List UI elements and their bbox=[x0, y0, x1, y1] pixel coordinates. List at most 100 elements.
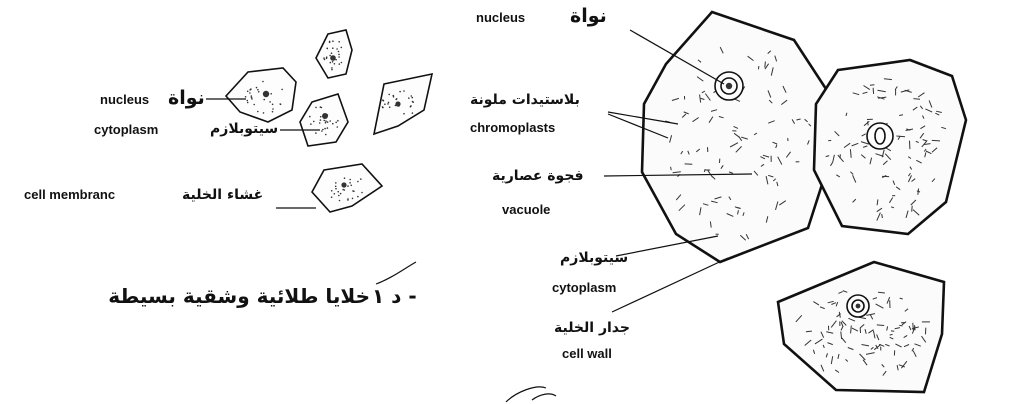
plant-nucleus-2-inner bbox=[875, 128, 885, 144]
cytoplasm-granule bbox=[332, 40, 334, 42]
plant-cytoplasm-label-en: cytoplasm bbox=[552, 280, 616, 295]
cytoplasm-granule bbox=[412, 101, 414, 103]
epithelial-cytoplasm-label-ar: سيتوبلازم bbox=[210, 121, 278, 137]
cytoplasm-granule bbox=[327, 121, 329, 123]
cytoplasm-granule bbox=[247, 102, 249, 104]
cytoplasm-granule bbox=[341, 47, 343, 49]
cytoplasm-granule bbox=[257, 111, 259, 113]
cytoplasm-granule bbox=[338, 51, 340, 53]
cytoplasm-strand bbox=[806, 331, 812, 332]
cytoplasm-granule bbox=[251, 95, 253, 97]
cytoplasm-granule bbox=[321, 130, 323, 132]
cytoplasm-granule bbox=[251, 97, 253, 99]
epithelial-cell-4 bbox=[374, 74, 432, 134]
cytoplasm-granule bbox=[326, 48, 328, 50]
cytoplasm-granule bbox=[357, 196, 359, 198]
cytoplasm-granule bbox=[388, 94, 390, 96]
cytoplasm-granule bbox=[352, 198, 354, 200]
plant-nucleus-label-en: nucleus bbox=[476, 10, 525, 25]
cytoplasm-granule bbox=[331, 196, 333, 198]
cytoplasm-granule bbox=[337, 191, 339, 193]
cytoplasm-granule bbox=[332, 123, 334, 125]
cytoplasm-granule bbox=[315, 107, 317, 109]
cytoplasm-granule bbox=[272, 108, 274, 110]
cytoplasm-strand bbox=[671, 167, 672, 170]
cytoplasm-granule bbox=[353, 191, 355, 193]
cytoplasm-granule bbox=[323, 120, 325, 122]
cytoplasm-granule bbox=[263, 99, 265, 101]
cytoplasm-granule bbox=[410, 105, 412, 107]
cytoplasm-granule bbox=[403, 90, 405, 92]
cytoplasm-granule bbox=[361, 192, 363, 194]
cytoplasm-granule bbox=[339, 200, 341, 202]
cytoplasm-granule bbox=[399, 91, 401, 93]
cytoplasm-granule bbox=[336, 48, 338, 50]
cytoplasm-strand bbox=[932, 140, 940, 141]
cytoplasm-granule bbox=[325, 114, 327, 116]
cytoplasm-granule bbox=[335, 186, 337, 188]
cytoplasm-granule bbox=[342, 189, 344, 191]
cytoplasm-granule bbox=[360, 178, 362, 180]
cytoplasm-granule bbox=[338, 41, 340, 43]
cytoplasm-granule bbox=[411, 95, 413, 97]
cytoplasm-granule bbox=[334, 63, 336, 65]
cytoplasm-granule bbox=[340, 193, 342, 195]
cytoplasm-granule bbox=[315, 132, 317, 134]
cytoplasm-granule bbox=[347, 198, 349, 200]
cytoplasm-granule bbox=[321, 107, 323, 109]
cytoplasm-granule bbox=[272, 111, 274, 113]
cytoplasm-granule bbox=[245, 96, 247, 98]
epithelial-membrane-label-ar: غشاء الخلية bbox=[182, 187, 263, 203]
cytoplasm-granule bbox=[249, 92, 251, 94]
cytoplasm-granule bbox=[324, 128, 326, 130]
cytoplasm-granule bbox=[320, 119, 322, 121]
epithelial-nucleus-1 bbox=[263, 91, 269, 97]
cytoplasm-granule bbox=[396, 98, 398, 100]
epithelial-cytoplasm-label-en: cytoplasm bbox=[94, 122, 158, 137]
epithelial-nucleus-2 bbox=[330, 55, 336, 61]
cytoplasm-strand bbox=[873, 88, 874, 94]
plant-cytoplasm-label-ar: سيتوبلازم bbox=[560, 250, 628, 266]
cytoplasm-granule bbox=[332, 61, 334, 63]
cytoplasm-granule bbox=[250, 88, 252, 90]
cytoplasm-granule bbox=[350, 185, 352, 187]
cytoplasm-granule bbox=[270, 93, 272, 95]
epithelial-nucleus-label-en: nucleus bbox=[100, 92, 149, 107]
cytoplasm-granule bbox=[335, 188, 337, 190]
cytoplasm-granule bbox=[280, 104, 282, 106]
cytoplasm-granule bbox=[388, 102, 390, 104]
cytoplasm-granule bbox=[412, 97, 414, 99]
cytoplasm-granule bbox=[332, 47, 334, 49]
cytoplasm-granule bbox=[269, 101, 271, 103]
cytoplasm-granule bbox=[320, 116, 322, 118]
cytoplasm-granule bbox=[337, 126, 339, 128]
plant-wall-label-ar: جدار الخلية bbox=[554, 320, 630, 336]
cytoplasm-granule bbox=[389, 106, 391, 108]
cytoplasm-granule bbox=[323, 57, 325, 59]
cytoplasm-strand bbox=[870, 85, 875, 86]
cytoplasm-granule bbox=[334, 193, 336, 195]
cytoplasm-granule bbox=[281, 89, 283, 91]
cytoplasm-granule bbox=[325, 120, 327, 122]
epithelial-nucleus-4 bbox=[395, 101, 400, 106]
plant-cells bbox=[642, 12, 966, 392]
cytoplasm-granule bbox=[382, 106, 384, 108]
cytoplasm-granule bbox=[322, 129, 324, 131]
caption-scribble bbox=[376, 262, 416, 284]
cytoplasm-granule bbox=[325, 134, 327, 136]
cytoplasm-granule bbox=[329, 41, 331, 43]
plant-nucleolus-3 bbox=[856, 304, 861, 309]
cytoplasm-granule bbox=[325, 122, 327, 124]
cytoplasm-granule bbox=[357, 181, 359, 183]
cytoplasm-granule bbox=[338, 195, 340, 197]
epithelial-caption-prefix: د ١ - bbox=[372, 284, 417, 308]
cytoplasm-granule bbox=[403, 113, 405, 115]
plant-vacuole-label-ar: فجوة عصارية bbox=[492, 168, 584, 184]
cytoplasm-granule bbox=[384, 103, 386, 105]
cytoplasm-granule bbox=[247, 91, 249, 93]
cytoplasm-granule bbox=[408, 97, 410, 99]
cytoplasm-granule bbox=[313, 121, 315, 123]
cytoplasm-granule bbox=[319, 122, 321, 124]
cytoplasm-strand bbox=[851, 326, 852, 334]
